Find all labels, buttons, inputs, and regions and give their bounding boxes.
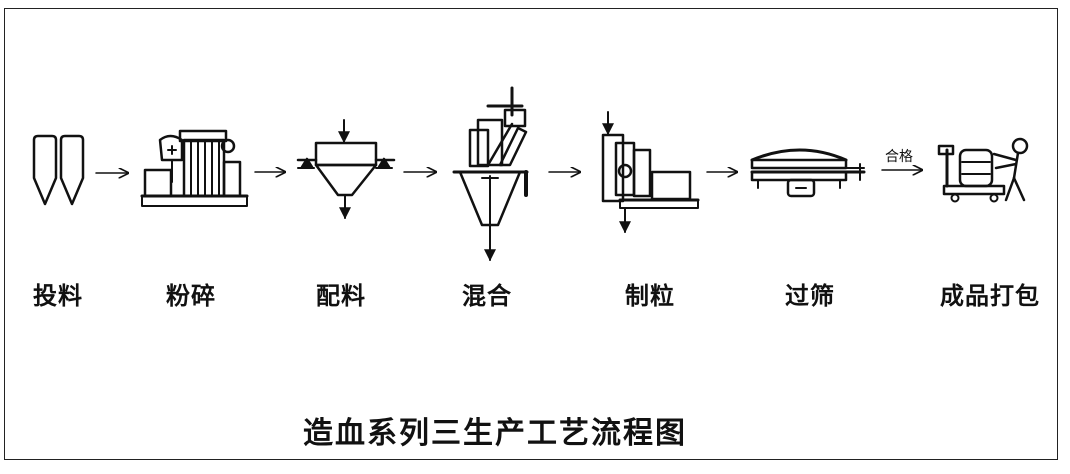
step-label-granulate: 制粒 bbox=[625, 282, 675, 310]
crusher-icon bbox=[140, 129, 249, 207]
packing-scale-icon bbox=[937, 137, 1029, 203]
step-label-screen: 过筛 bbox=[785, 282, 835, 310]
qualified-arrow-label: 合格 bbox=[885, 149, 913, 165]
step-label-mix: 混合 bbox=[462, 282, 512, 310]
step-label-batch: 配料 bbox=[316, 282, 366, 310]
diagram-frame bbox=[4, 8, 1058, 460]
vibrating-screen-icon bbox=[750, 148, 866, 198]
granulator-icon bbox=[601, 111, 700, 234]
step-label-pack: 成品打包 bbox=[940, 282, 1040, 310]
feed-silo-icon bbox=[32, 134, 85, 206]
step-label-feed: 投料 bbox=[33, 282, 83, 310]
batching-scale-icon bbox=[296, 119, 396, 220]
diagram-title: 造血系列三生产工艺流程图 bbox=[303, 416, 687, 451]
mixer-icon bbox=[452, 86, 529, 262]
step-label-crush: 粉碎 bbox=[166, 282, 216, 310]
